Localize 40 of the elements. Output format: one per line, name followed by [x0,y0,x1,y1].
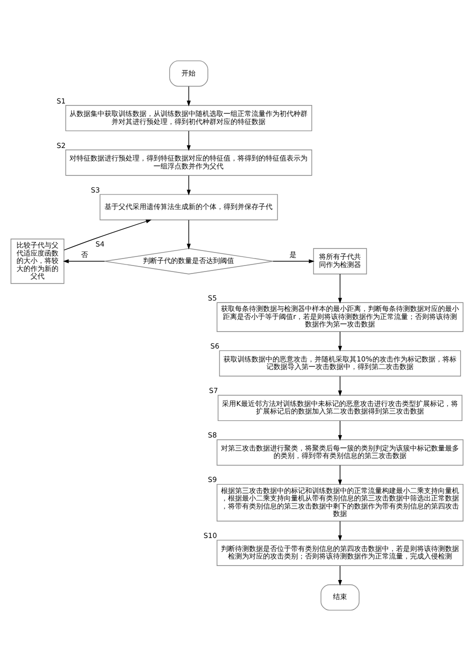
arrow [338,376,342,396]
node-box: 对特征数据进行预处理，得到特征数据对应的特征值，将得到的特征值表示为一组浮点数并作为父代 [65,149,312,176]
arrow [338,330,342,351]
arrow [338,273,342,303]
node-box: 根据第三攻击数据中的标记和训练数据中的正常流量构建最小二乘支持向量机，根据最小二乘支持向量机从带有类别信息的第三攻击数据中筛选出正常数据，将带有类别信息的第三攻击数据中剩下的数据作为带有类别信息的第四攻击数据 [216,483,464,521]
node-label: S5 [208,293,217,302]
node-label: S10 [204,530,218,540]
node-label: S9 [208,474,217,484]
node-label: S4 [95,238,104,248]
arrow [64,219,152,250]
node-box: 判断待测数据是否位于带有类别信息的第四攻击数据中，若是则将该待测数据检测为对应的攻击类别；否则将该待测数据作为正常流量，完成入侵检测 [216,539,464,566]
node-label: S1 [56,96,66,105]
arrow [272,258,314,263]
arrow [186,130,191,150]
node-label: S8 [208,430,217,440]
arrow [186,174,191,195]
arrow [186,86,191,106]
arrow [186,219,191,249]
arrow [63,258,105,263]
node-box: 获取每条待测数据与检测器中样本的最小距离，判断每条待测数据对应的最小距离是否小于等于阈值r，若是则将该待测数据作为正常流量；否则将该待测数据作为第一攻击数据 [216,302,464,332]
node-box: 将所有子代共同作为检测器 [313,248,367,274]
edge-label: 否 [80,250,88,259]
arrow [338,464,342,485]
node-box: 对第三攻击数据进行聚类，将聚类后每一簇的类别判定为该簇中标记数量最多的类别，得到带有类别信息的第三攻击数据 [216,438,464,466]
node-label: S6 [210,341,220,350]
node-label: S3 [90,184,100,194]
node-box: 结束 [320,584,360,610]
node-diamond: 判断子代的数量是否达到阈值 [104,248,274,274]
arrow [338,520,342,541]
node-box: 比较子代与父代适应度函数的大小，将较大的作为新的父代 [10,238,64,284]
node-box: 基于父代采用遗传算法生成新的个体，得到并保存子代 [100,194,278,220]
node-box: 从数据集中获取训练数据，从训练数据中随机选取一组正常流量作为初代种群并对其进行预处理，得到初代种群对应的特征数据 [65,104,312,131]
arrow [338,565,342,586]
node-box: 开始 [169,60,208,86]
node-box: 采用K最近邻方法对训练数据中未标记的恶意攻击进行攻击类型扩展标记，将扩展标记后的数据加入第二攻击数据得到第三攻击数据 [218,394,462,421]
node-box: 获取训练数据中的恶意攻击，并随机采取其10%的攻击作为标记数据，将标记数据导入第一攻击数据中，得到第二攻击数据 [219,350,461,376]
node-label: S2 [56,140,66,150]
arrow [338,420,342,440]
node-label: S7 [209,386,218,395]
edge-label: 是 [290,250,297,259]
